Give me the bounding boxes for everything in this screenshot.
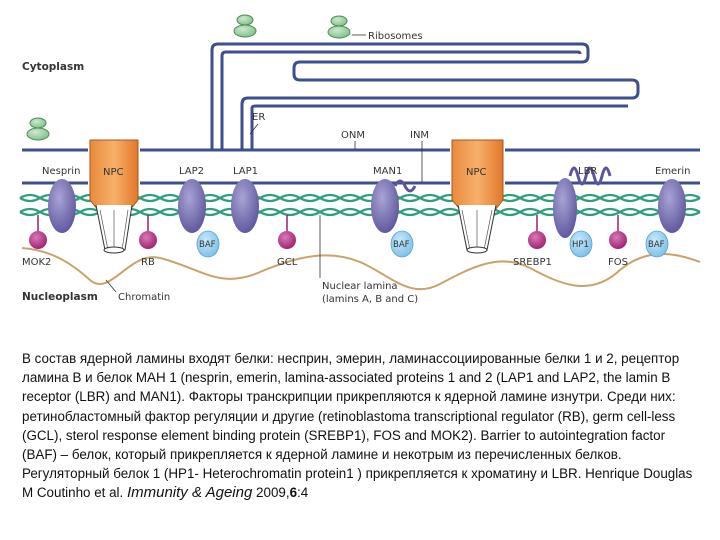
chromatin-line xyxy=(21,247,701,291)
man1-transmembrane xyxy=(393,179,417,193)
lamina-label-line2: (lamins A, B and C) xyxy=(322,294,418,305)
lap1-label: LAP1 xyxy=(233,166,258,177)
nuclear-pore-complex-left xyxy=(89,139,139,254)
srebp1-label: SREBP1 xyxy=(513,257,552,268)
chromatin-label: Chromatin xyxy=(118,292,170,303)
caption-page: :4 xyxy=(297,485,309,501)
chromatin-leader xyxy=(105,279,117,293)
ribosome-icon xyxy=(26,117,50,141)
caption-main-text: В состав ядерной ламины входят белки: не… xyxy=(22,351,693,501)
ribosomes-label: Ribosomes xyxy=(368,31,423,42)
fos-protein xyxy=(609,231,627,249)
onm-label: ONM xyxy=(341,130,365,141)
lap2-label: LAP2 xyxy=(179,166,204,177)
lap2-protein xyxy=(178,179,206,233)
baf-protein-3 xyxy=(645,230,669,258)
hp1-protein xyxy=(569,230,593,258)
inm-label: INM xyxy=(410,130,429,141)
rb-protein xyxy=(139,231,157,249)
nesprin-protein xyxy=(48,179,76,233)
ribosome-icon xyxy=(233,14,257,38)
man1-label: MAN1 xyxy=(373,166,402,177)
caption-volume: 6 xyxy=(289,485,298,501)
lbr-protein xyxy=(553,178,577,238)
lamina-label-line1: Nuclear lamina xyxy=(322,281,398,292)
lbr-label: LBR xyxy=(578,166,597,177)
emerin-protein xyxy=(658,179,686,233)
baf-label-3: BAF xyxy=(648,240,665,250)
hp1-label: HP1 xyxy=(572,240,589,250)
endoplasmic-reticulum xyxy=(210,42,640,150)
npc-left-label: NPC xyxy=(103,167,124,178)
rb-label: RB xyxy=(141,257,155,268)
srebp1-protein xyxy=(528,231,546,249)
npc-right-label: NPC xyxy=(466,167,487,178)
nesprin-label: Nesprin xyxy=(42,166,80,177)
caption-year: 2009, xyxy=(256,485,290,501)
ribosome-icon xyxy=(327,15,351,39)
nuclear-envelope-diagram: Cytoplasm Nucleoplasm Ribosomes xyxy=(19,14,701,305)
mok2-label: MOK2 xyxy=(22,257,51,268)
gcl-label: GCL xyxy=(277,257,298,268)
baf-label-2: BAF xyxy=(393,240,410,250)
lbr-transmembrane-coils xyxy=(568,166,612,186)
cytoplasm-label: Cytoplasm xyxy=(22,61,84,73)
nuclear-pore-complex-right xyxy=(451,139,504,254)
figure-caption: В состав ядерной ламины входят белки: не… xyxy=(22,349,702,503)
baf-protein-2 xyxy=(390,230,414,258)
er-label: ER xyxy=(252,112,265,123)
er-leader xyxy=(249,123,259,135)
nucleoplasm-label: Nucleoplasm xyxy=(22,291,98,303)
mok2-protein xyxy=(29,231,47,249)
baf-protein-1 xyxy=(196,230,220,258)
man1-protein xyxy=(371,179,399,233)
caption-journal: Immunity & Ageing xyxy=(126,484,253,502)
fos-label: FOS xyxy=(608,257,628,268)
emerin-label: Emerin xyxy=(655,166,690,177)
gcl-protein xyxy=(278,231,296,249)
lap1-protein xyxy=(231,179,259,233)
baf-label-1: BAF xyxy=(199,240,216,250)
